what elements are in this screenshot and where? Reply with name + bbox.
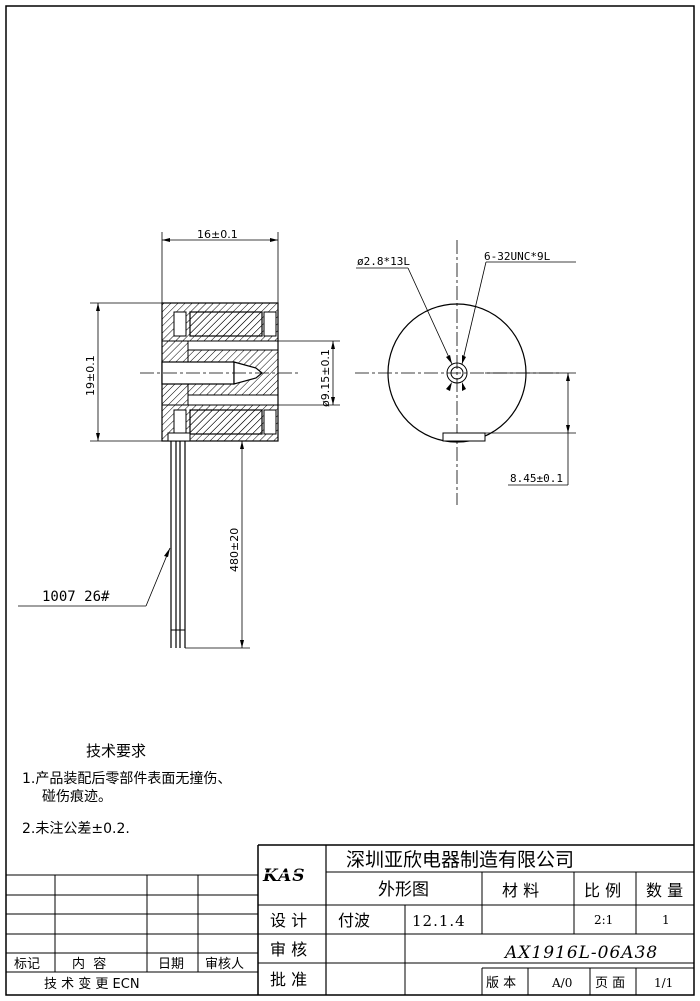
scale-label: 比 例: [584, 881, 621, 900]
dim-length: [161, 232, 279, 303]
review-label: 审 核: [270, 940, 307, 959]
version-label: 版 本: [486, 976, 516, 991]
part-number: AX1916L-06A38: [503, 943, 658, 963]
title-block-lines: [6, 844, 694, 995]
hole-left-label: ø2.8*13L: [357, 255, 410, 268]
dim-flat-label: 8.45±0.1: [510, 472, 563, 485]
rev-reviewer-header: 审核人: [205, 957, 244, 972]
svg-text:KAS: KAS: [262, 866, 306, 886]
lead-wires: [170, 441, 186, 648]
sheet-border: [5, 5, 695, 996]
quantity-value: 1: [662, 913, 670, 927]
dim-bore-label: ø9.15±0.1: [319, 349, 332, 407]
design-date: 12.1.4: [412, 912, 466, 930]
dim-bore: [278, 340, 340, 406]
page-value: 1/1: [654, 976, 673, 990]
rev-content-header: 内 容: [72, 956, 106, 972]
hole-right-label: 6-32UNC*9L: [484, 250, 551, 263]
dim-length-label: 16±0.1: [197, 228, 238, 241]
note-item-1: 1.产品装配后零部件表面无撞伤、: [22, 771, 232, 787]
dim-lead-label: 480±20: [228, 528, 241, 572]
dim-height: [90, 302, 162, 442]
wire-leader: [18, 547, 171, 607]
version-value: A/0: [551, 976, 572, 990]
quantity-label: 数 量: [646, 881, 683, 900]
dim-lead: [185, 440, 250, 649]
approve-label: 批 准: [270, 970, 307, 989]
wire-label: 1007 26#: [42, 589, 110, 605]
design-label: 设 计: [270, 911, 307, 930]
note-item-2: 2.未注公差±0.2.: [22, 821, 130, 837]
section-view: [140, 302, 300, 442]
dim-flat: [485, 372, 576, 486]
dim-height-label: 19±0.1: [84, 355, 97, 396]
designer-name: 付波: [338, 911, 370, 930]
page-label: 页 面: [595, 976, 625, 991]
note-item-1-cont: 碰伤痕迹。: [42, 789, 112, 805]
scale-value: 2:1: [594, 913, 613, 927]
rev-footer: 技 术 变 更 ECN: [44, 976, 140, 992]
company-name: 深圳亚欣电器制造有限公司: [346, 849, 574, 871]
company-logo: KAS: [261, 863, 323, 886]
end-view: [355, 240, 576, 505]
rev-date-header: 日期: [158, 957, 184, 972]
rev-mark-header: 标记: [14, 957, 40, 972]
drawing-name: 外形图: [378, 880, 429, 900]
material-label: 材 料: [502, 881, 539, 900]
notes-heading: 技术要求: [86, 742, 147, 760]
